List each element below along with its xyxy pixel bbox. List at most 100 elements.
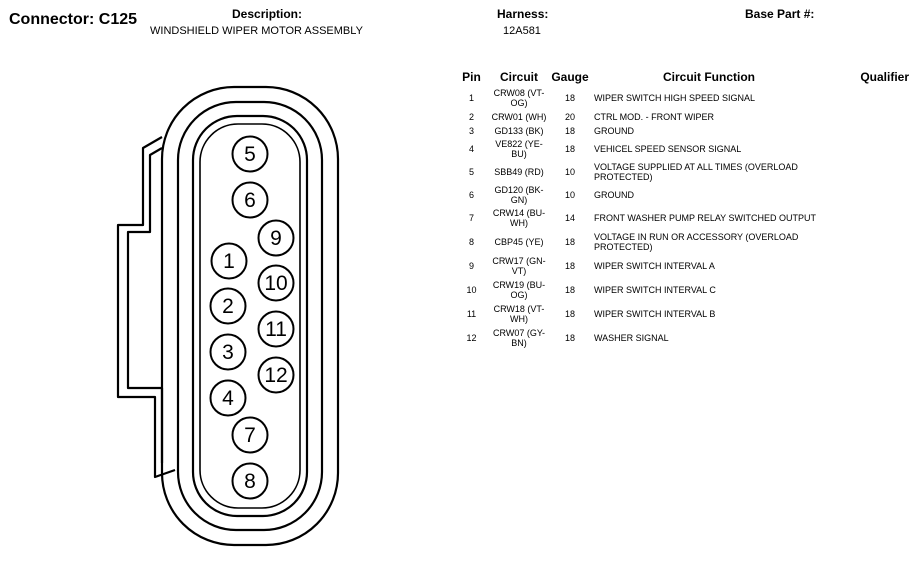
cell-circuit: GD133 (BK) bbox=[494, 126, 544, 136]
cell-pin: 8 bbox=[468, 237, 474, 247]
cell-qualifier bbox=[824, 124, 909, 138]
harness-value: 12A581 bbox=[503, 25, 541, 37]
pin-cavity-6: 6 bbox=[231, 181, 269, 219]
pin-cavity-12: 12 bbox=[257, 356, 295, 394]
pin-cavity-4: 4 bbox=[209, 379, 247, 417]
cell-function: VOLTAGE SUPPLIED AT ALL TIMES (OVERLOAD … bbox=[594, 162, 798, 182]
cell-circuit: GD120 (BK-GN) bbox=[494, 185, 544, 205]
cell-circuit: SBB49 (RD) bbox=[494, 167, 544, 177]
cell-circuit: VE822 (YE-BU) bbox=[495, 139, 543, 159]
cell-qualifier bbox=[824, 230, 909, 254]
description-value: WINDSHIELD WIPER MOTOR ASSEMBLY bbox=[150, 25, 363, 37]
description-label: Description: bbox=[232, 7, 303, 21]
pin-label: 12 bbox=[264, 364, 287, 387]
cell-circuit: CRW08 (VT-OG) bbox=[493, 88, 545, 108]
cell-function: WIPER SWITCH INTERVAL A bbox=[594, 261, 715, 271]
cell-function: WIPER SWITCH INTERVAL C bbox=[594, 285, 716, 295]
cell-qualifier bbox=[824, 138, 909, 160]
pin-cavity-10: 10 bbox=[257, 264, 295, 302]
pin-cavity-7: 7 bbox=[231, 416, 269, 454]
connector-latch-outline bbox=[116, 136, 176, 479]
header-qualifier: Qualifier bbox=[860, 70, 909, 84]
cell-qualifier bbox=[824, 278, 909, 302]
pin-circle bbox=[231, 181, 269, 219]
cell-function: WIPER SWITCH INTERVAL B bbox=[594, 309, 716, 319]
pin-label: 2 bbox=[222, 295, 234, 318]
cell-pin: 7 bbox=[468, 213, 474, 223]
cell-gauge: 20 bbox=[564, 112, 575, 122]
header-gauge: Gauge bbox=[551, 70, 589, 84]
pin-label: 6 bbox=[244, 189, 256, 212]
cell-qualifier bbox=[824, 206, 909, 230]
pin-circle bbox=[231, 416, 269, 454]
cell-function: WIPER SWITCH HIGH SPEED SIGNAL bbox=[594, 93, 756, 103]
cell-qualifier bbox=[824, 86, 909, 110]
cell-pin: 6 bbox=[468, 190, 474, 200]
pin-table-header: Pin Circuit Gauge Circuit Function Quali… bbox=[455, 68, 909, 86]
harness-label: Harness: bbox=[497, 7, 549, 21]
pin-circle bbox=[257, 310, 295, 348]
cell-pin: 3 bbox=[468, 126, 474, 136]
pin-label: 7 bbox=[244, 424, 256, 447]
cell-qualifier bbox=[824, 110, 909, 124]
pin-cavity-11: 11 bbox=[257, 310, 295, 348]
connector-housing-ring bbox=[176, 100, 324, 532]
cell-circuit: CRW19 (BU-OG) bbox=[492, 280, 546, 300]
cell-circuit: CRW01 (WH) bbox=[491, 112, 547, 122]
pin-table: Pin Circuit Gauge Circuit Function Quali… bbox=[455, 68, 909, 350]
cell-gauge: 18 bbox=[564, 126, 575, 136]
pin-circle bbox=[257, 356, 295, 394]
cell-gauge: 18 bbox=[564, 309, 575, 319]
cell-qualifier bbox=[824, 326, 909, 350]
cell-pin: 10 bbox=[466, 285, 477, 295]
pin-circle bbox=[231, 462, 269, 500]
cell-gauge: 14 bbox=[564, 213, 575, 223]
cell-gauge: 18 bbox=[564, 93, 575, 103]
cell-gauge: 10 bbox=[564, 167, 575, 177]
cell-circuit: CRW07 (GY-BN) bbox=[492, 328, 545, 348]
pin-circle bbox=[257, 219, 295, 257]
pin-cavity-9: 9 bbox=[257, 219, 295, 257]
cell-function: FRONT WASHER PUMP RELAY SWITCHED OUTPUT bbox=[594, 213, 817, 223]
header-circuit-function: Circuit Function bbox=[663, 70, 755, 84]
pin-label: 3 bbox=[222, 341, 234, 364]
pin-label: 10 bbox=[264, 272, 287, 295]
table-row: 5 SBB49 (RD) 10 VOLTAGE SUPPLIED AT ALL TIM… bbox=[455, 160, 909, 184]
cell-function: GROUND bbox=[594, 190, 634, 200]
pin-cavity-8: 8 bbox=[231, 462, 269, 500]
cell-qualifier bbox=[824, 254, 909, 278]
cell-gauge: 18 bbox=[564, 144, 575, 154]
cell-function: GROUND bbox=[594, 126, 634, 136]
cell-gauge: 18 bbox=[564, 333, 575, 343]
cell-circuit: CRW18 (VT-WH) bbox=[493, 304, 545, 324]
connector-housing-outer bbox=[160, 85, 340, 547]
pin-circle bbox=[209, 379, 247, 417]
cell-gauge: 10 bbox=[564, 190, 575, 200]
connector-latch-inner bbox=[126, 147, 164, 463]
pin-circle bbox=[209, 287, 247, 325]
header-circuit: Circuit bbox=[499, 70, 538, 84]
table-row: 6 GD120 (BK-GN) 10 GROUND bbox=[455, 184, 909, 206]
cell-circuit: CRW17 (GN-VT) bbox=[492, 256, 546, 276]
cell-pin: 5 bbox=[468, 167, 474, 177]
connector-housing-inner bbox=[191, 114, 309, 518]
pin-circle bbox=[231, 135, 269, 173]
cell-pin: 11 bbox=[466, 309, 477, 319]
pin-cavity-2: 2 bbox=[209, 287, 247, 325]
connector-cavity bbox=[199, 123, 301, 509]
pin-cavity-3: 3 bbox=[209, 333, 247, 371]
base-part-label: Base Part #: bbox=[745, 7, 815, 21]
cell-pin: 4 bbox=[468, 144, 474, 154]
table-row: 11 CRW18 (VT-WH) 18 WIPER SWITCH INTERVAL B bbox=[455, 302, 909, 326]
cell-function: WASHER SIGNAL bbox=[594, 333, 669, 343]
cell-function: CTRL MOD. - FRONT WIPER bbox=[594, 112, 714, 122]
cell-function: VOLTAGE IN RUN OR ACCESSORY (OVERLOAD PR… bbox=[594, 232, 799, 252]
cell-qualifier bbox=[824, 160, 909, 184]
pin-label: 4 bbox=[222, 387, 234, 410]
